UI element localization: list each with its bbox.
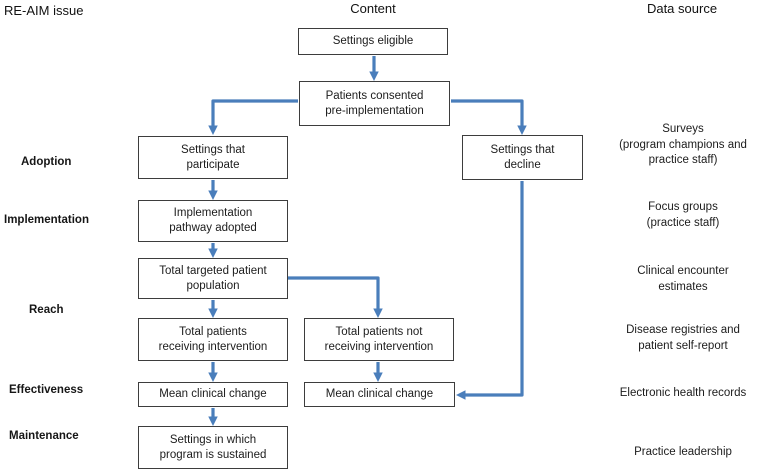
node-total-not-receiving: Total patients not receiving interventio…	[304, 318, 454, 361]
node-patients-consented: Patients consented pre-implementation	[299, 81, 450, 126]
source-surveys: Surveys (program champions and practice …	[619, 123, 747, 166]
arrow-targeted-to-not-receiving	[288, 276, 383, 318]
node-implementation-pathway: Implementation pathway adopted	[138, 200, 288, 242]
source-disease-registries: Disease registries and patient self-repo…	[626, 324, 740, 352]
source-clinical-encounter: Clinical encounter estimates	[637, 265, 729, 293]
node-settings-sustained: Settings in which program is sustained	[138, 426, 288, 469]
source-practice-leadership: Practice leadership	[634, 446, 732, 458]
node-mean-clinical-change-right: Mean clinical change	[304, 382, 455, 407]
arrow-decline-to-mean-change	[456, 181, 524, 400]
header-content: Content	[350, 1, 396, 16]
node-settings-eligible: Settings eligible	[298, 28, 448, 55]
source-electronic-health-records: Electronic health records	[619, 387, 747, 399]
arrow-consented-to-participate	[208, 99, 298, 135]
header-data-source: Data source	[646, 1, 718, 16]
node-total-receiving: Total patients receiving intervention	[138, 318, 288, 361]
issue-label-effectiveness: Effectiveness	[9, 384, 84, 396]
issue-label-maintenance: Maintenance	[9, 430, 79, 442]
issue-label-implementation: Implementation	[4, 214, 89, 226]
node-mean-clinical-change-left: Mean clinical change	[138, 382, 288, 407]
node-settings-participate: Settings that participate	[138, 136, 288, 179]
source-focus-groups: Focus groups (practice staff)	[646, 201, 720, 229]
issue-label-adoption: Adoption	[21, 156, 72, 168]
issue-label-reach: Reach	[29, 304, 64, 316]
node-total-targeted: Total targeted patient population	[138, 258, 288, 299]
header-reaim-issue: RE-AIM issue	[4, 3, 84, 18]
arrow-consented-to-decline	[451, 99, 527, 135]
node-settings-decline: Settings that decline	[462, 135, 583, 180]
